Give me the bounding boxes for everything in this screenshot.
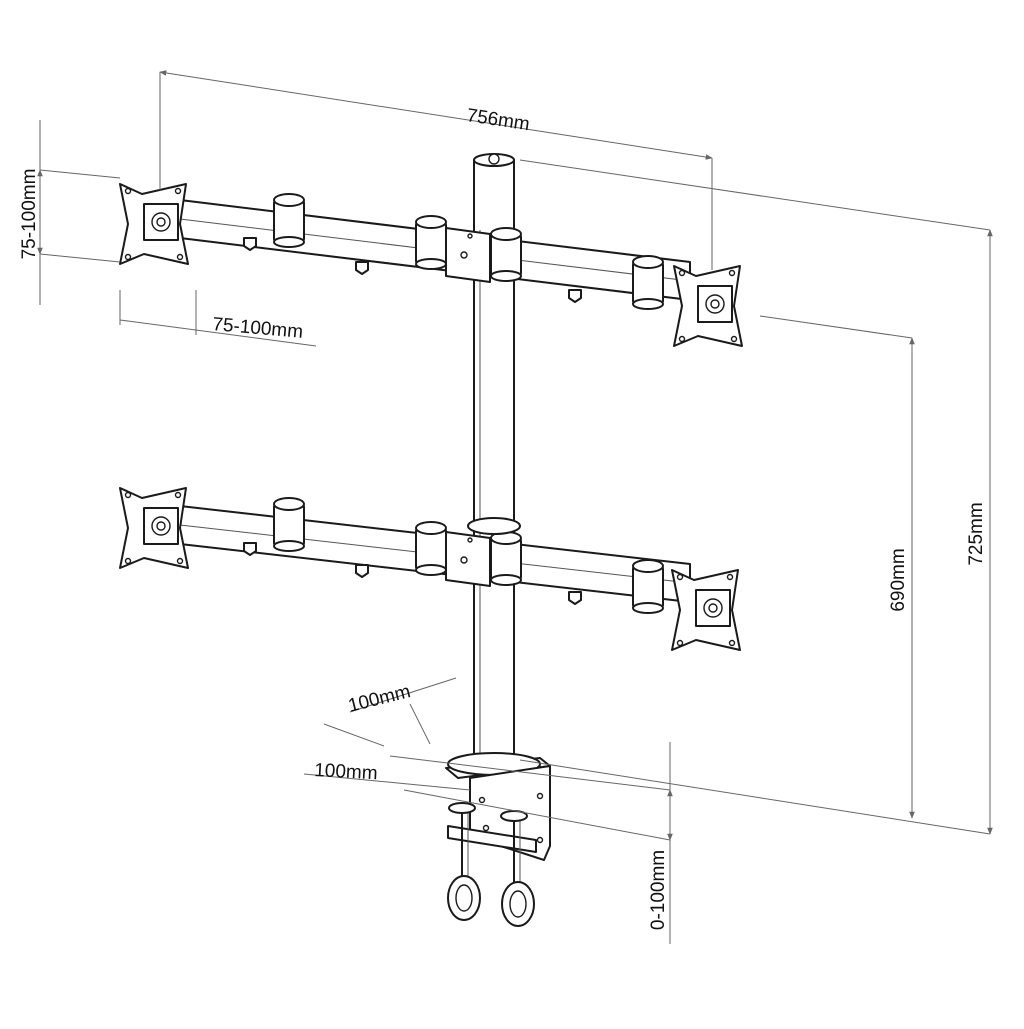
vesa-plate-bottom-right	[671, 569, 741, 651]
upper-arm-assembly	[119, 183, 743, 347]
total-height-label: 725mm	[966, 502, 987, 565]
lower-arm-assembly	[119, 487, 741, 651]
clamp-range-label: 0-100mm	[648, 850, 669, 930]
mid-height-label: 690mm	[888, 548, 909, 611]
overall-width-label: 756mm	[465, 105, 531, 135]
vesa-plate-top-right	[673, 265, 743, 347]
vesa-plate-bottom-left	[119, 487, 189, 569]
dimension-lines	[37, 70, 993, 944]
base-depth-b-label: 100mm	[314, 760, 378, 784]
vesa-height-label: 75-100mm	[19, 169, 40, 260]
vesa-plate-top-left	[119, 183, 189, 265]
desk-clamp	[445, 752, 551, 927]
base-depth-a-label: 100mm	[346, 681, 413, 717]
vesa-width-label: 75-100mm	[212, 314, 304, 343]
